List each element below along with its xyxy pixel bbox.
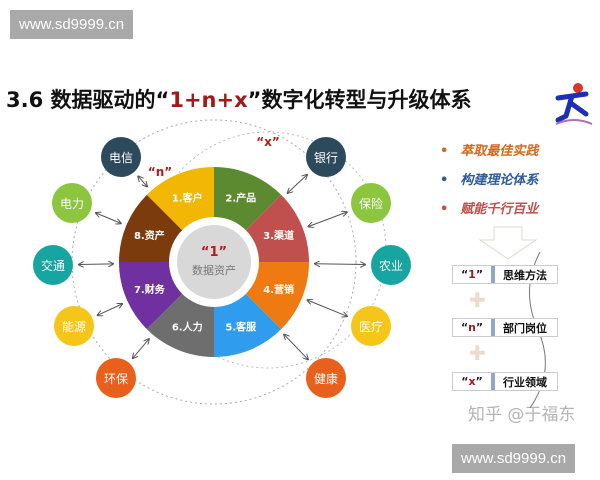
wheel-diagram: 1.客户 2.产品 3.渠道 4.营销 5.客服 6.人力 7.财务 8.资产 “1” 数据资产 “… [33, 119, 411, 405]
double-arrow [138, 176, 147, 186]
segment-label: 5.客服 [225, 321, 257, 334]
double-arrow [309, 212, 347, 226]
bullet-item: •构建理论体系 [440, 173, 539, 188]
divider [491, 319, 495, 336]
industry-circle [96, 358, 136, 398]
page-title: 3.6 数据驱动的“1+n+x”数字化转型与升级体系 [6, 84, 471, 114]
industry-label: 农业 [379, 259, 403, 273]
industry-label: 保险 [359, 196, 383, 211]
industry-label: 能源 [62, 320, 86, 334]
industry-label: 电信 [109, 151, 133, 165]
center-quote: “1” [201, 245, 227, 260]
bullet-list: •萃取最佳实践 •构建理论体系 •赋能千行百业 [440, 140, 538, 227]
double-arrow [284, 335, 308, 360]
person-running-logo [555, 83, 593, 125]
x-label: “x” [256, 135, 280, 149]
title-highlight: 1+n+x [169, 88, 248, 112]
industry-label: 环保 [104, 372, 128, 386]
center-label: 数据资产 [192, 263, 236, 277]
center-circle [177, 225, 251, 299]
quote: “1” [460, 268, 484, 281]
title-prefix: 3.6 数据驱动的“ [6, 88, 170, 112]
zhihu-watermark: 知乎 @于福东 [468, 405, 576, 425]
segment-label: 7.财务 [134, 283, 166, 296]
industry-label: 交通 [41, 258, 65, 273]
segment-label: 3.渠道 [263, 229, 294, 242]
stack-box-3: “x” 行业领域 [452, 372, 558, 391]
quote: “n” [460, 321, 484, 334]
quote: “x” [461, 375, 483, 388]
industry-circle [101, 137, 141, 177]
industry-label: 银行 [314, 151, 338, 165]
industry-circle [306, 358, 346, 398]
bullet-text: 赋能千行百业 [460, 202, 539, 217]
stack-text: 行业领域 [503, 375, 547, 389]
watermark-bottom: www.sd9999.cn [452, 444, 576, 473]
segment-label: 4.营销 [263, 283, 294, 296]
bullet-text: 构建理论体系 [460, 173, 539, 188]
segment-label: 6.人力 [172, 321, 203, 334]
n-label: “n” [148, 165, 172, 179]
stack-text: 部门岗位 [503, 321, 547, 335]
industry-circle [54, 306, 94, 346]
double-arrow [98, 304, 122, 315]
down-arrow-icon [478, 226, 538, 260]
plus-icon: ✚ [469, 341, 486, 365]
industry-circle [351, 306, 391, 346]
segment-label: 2.产品 [225, 191, 256, 204]
industry-label: 健康 [314, 371, 338, 386]
industry-circle [351, 183, 391, 223]
bullet-item: •萃取最佳实践 [440, 144, 539, 159]
industry-circle [306, 137, 346, 177]
double-arrow [133, 339, 149, 358]
segment-label: 8.资产 [134, 229, 165, 242]
bullet-item: •赋能千行百业 [440, 202, 539, 217]
stack-box-2: “n” 部门岗位 [452, 318, 558, 337]
industry-circle [33, 245, 73, 285]
industry-circle [52, 183, 92, 223]
segment-label: 1.客户 [172, 191, 203, 204]
divider [491, 373, 495, 390]
industry-label: 医疗 [359, 320, 383, 334]
double-arrow [79, 264, 113, 265]
industry-label: 电力 [60, 197, 84, 211]
plus-icon: ✚ [469, 288, 486, 312]
title-suffix: ”数字化转型与升级体系 [247, 88, 472, 112]
bullet-text: 萃取最佳实践 [460, 144, 539, 159]
double-arrow [315, 264, 365, 265]
stack-text: 思维方法 [503, 268, 547, 282]
stack-box-1: “1” 思维方法 [452, 265, 558, 284]
divider [491, 266, 495, 283]
double-arrow [96, 213, 121, 223]
watermark-top: www.sd9999.cn [10, 10, 134, 39]
double-arrow [308, 300, 347, 316]
double-arrow [288, 175, 307, 193]
industry-circle [371, 245, 411, 285]
